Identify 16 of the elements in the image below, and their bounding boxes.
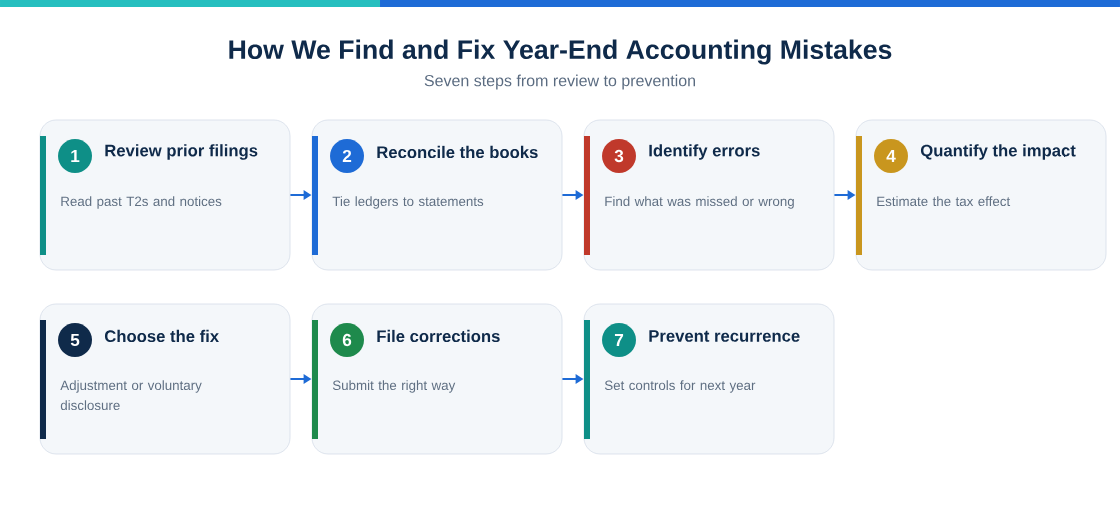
step-description: Tie ledgers to statements (332, 196, 484, 209)
step-description: Find what was missed or wrong (605, 196, 794, 209)
step-description: Submit the right way (332, 380, 456, 393)
step-title: Prevent recurrence (649, 330, 800, 342)
step-title: File corrections (377, 329, 500, 343)
step-title: Identify errors (649, 144, 760, 160)
step-title: Choose the fix (104, 329, 219, 343)
step-description: Estimate the tax effect (877, 196, 1011, 207)
step-title: Review prior filings (105, 144, 258, 160)
step-title: Reconcile the books (377, 145, 538, 159)
step-description: Set controls for next year (604, 380, 756, 393)
step-title: Quantify the impact (920, 144, 1076, 160)
title: How We Find and Fix Year-End Accounting Mistakes (229, 39, 892, 65)
step-description: Read past T2s and notices (61, 196, 222, 209)
step-description: Adjustment or voluntary disclosure (60, 380, 202, 411)
subtitle: Seven steps from review to prevention (424, 74, 695, 90)
